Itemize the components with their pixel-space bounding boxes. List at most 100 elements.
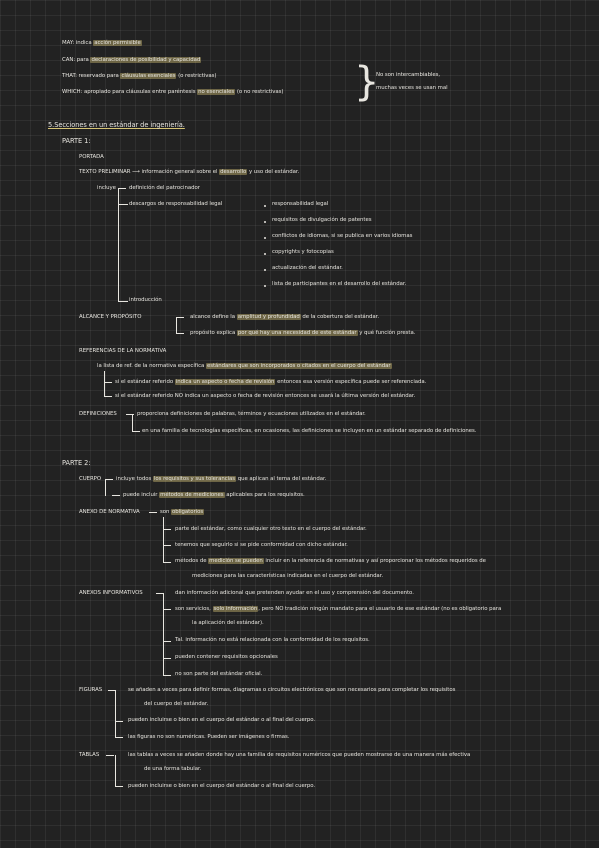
- anexos-inf-item-2-text: son servicios,: [175, 606, 213, 612]
- connector-line: [163, 562, 171, 563]
- connector-line: [163, 545, 171, 546]
- modal-can-highlight: declaraciones de posibilidad y capacidad: [90, 57, 202, 63]
- referencias-item-3: si el estándar referido NO indica un asp…: [115, 393, 416, 399]
- anexos-inf-item-1: dan información adicional que pretenden …: [175, 590, 414, 596]
- definiciones-title: DEFINICIONES: [79, 411, 117, 417]
- connector-line: [105, 479, 113, 480]
- bullet-icon: [264, 285, 266, 287]
- bracket-line: [115, 755, 116, 787]
- modal-that-post: (o restrictivas): [176, 73, 217, 79]
- definicion-patrocinador: definición del patrocinador: [129, 185, 200, 191]
- bracket-line: [105, 479, 106, 496]
- connector-line: [118, 204, 128, 205]
- connector-line: [106, 755, 114, 756]
- connector-line: [132, 431, 140, 432]
- anexos-inf-item-2-end: , pero NO tradición ningún mandato para …: [258, 606, 502, 612]
- bullet-item: responsabilidad legal: [272, 201, 329, 207]
- cuerpo-item-2-text: puede incluir: [123, 492, 160, 498]
- texto-preliminar-title: TEXTO PRELIMINAR: [79, 169, 131, 175]
- anexo-item-4-end: incluir en la referencia de normativas y…: [263, 558, 486, 564]
- connector-line: [104, 396, 112, 397]
- modal-which-label: WHICH: apropiado para cláusulas entre pa…: [62, 89, 198, 95]
- modal-can: CAN: para declaraciones de posibilidad y…: [62, 57, 202, 64]
- bullet-item: requisitos de divulgación de patentes: [272, 217, 372, 223]
- texto-preliminar-desc-end: y uso del estándar.: [247, 169, 300, 175]
- proposito-def-highlight: por qué hay una necesidad de este estánd…: [236, 330, 358, 336]
- bullet-icon: [264, 205, 266, 207]
- cuerpo-item-2-highlight: métodos de mediciones: [159, 492, 225, 498]
- definiciones-item-2: en una familia de tecnologías específica…: [142, 428, 477, 434]
- bracket-line: [163, 517, 164, 563]
- alcance-def: alcance define la amplitud y profundidad…: [190, 314, 379, 321]
- bracket-line: [118, 188, 119, 302]
- modal-brace: }: [354, 59, 380, 105]
- bracket-line: [163, 593, 164, 676]
- cuerpo-item-1: incluye todos los requisitos y sus toler…: [116, 476, 326, 483]
- connector-line: [163, 529, 171, 530]
- modal-that: THAT: reservado para cláusulas esenciale…: [62, 73, 216, 80]
- modal-that-label: THAT: reservado para: [62, 73, 121, 79]
- connector-line: [163, 609, 171, 610]
- anexos-inf-item-4: pueden contener requisitos opcionales: [175, 654, 278, 660]
- introduccion-label: introducción: [129, 297, 162, 303]
- cuerpo-title: CUERPO: [79, 476, 102, 482]
- modal-that-highlight: cláusulas esenciales: [120, 73, 177, 79]
- proposito-def: propósito explica por qué hay una necesi…: [190, 330, 415, 337]
- anexo-item-4: métodos de medición se pueden incluir en…: [175, 558, 486, 565]
- cuerpo-item-2: puede incluir métodos de mediciones apli…: [123, 492, 305, 499]
- bullet-item: conflictos de idiomas, si se publica en …: [272, 233, 413, 239]
- arrow-icon: ⟶: [132, 169, 140, 175]
- referencias-item-2: si el estándar referido indica un aspect…: [115, 379, 426, 386]
- connector-line: [163, 641, 171, 642]
- figuras-item-3: las figuras no son numéricas. Pueden ser…: [128, 734, 290, 740]
- parte-1-title: PARTE 1:: [62, 137, 91, 145]
- texto-preliminar-desc: información general sobre el: [141, 169, 220, 175]
- bullet-icon: [264, 221, 266, 223]
- connector-line: [163, 658, 171, 659]
- connector-line: [115, 721, 123, 722]
- cuerpo-item-1-end: que aplican al tema del estándar.: [236, 476, 327, 482]
- bracket-line: [115, 690, 116, 738]
- descargos-label: descargos de responsabilidad legal: [129, 201, 223, 207]
- bullet-icon: [264, 237, 266, 239]
- portada-label: PORTADA: [79, 154, 104, 160]
- connector-line: [118, 188, 126, 189]
- parte-2-title: PARTE 2:: [62, 459, 91, 467]
- anexos-informativos-title: ANEXOS INFORMATIVOS: [79, 590, 143, 596]
- modal-note-1: No son intercambiables,: [376, 72, 441, 78]
- anexo-item-1: son obligatorios: [160, 509, 205, 516]
- connector-line: [104, 382, 112, 383]
- figuras-item-1: se añaden a veces para definir formas, d…: [128, 687, 456, 693]
- anexos-inf-item-2-cont: la aplicación del estándar).: [192, 620, 264, 626]
- alcance-def-highlight: amplitud y profundidad: [236, 314, 301, 320]
- anexo-item-3: tenemos que seguirlo si se pide conformi…: [175, 542, 348, 548]
- cuerpo-item-1-highlight: los requisitos y sus tolerancias: [152, 476, 237, 482]
- section-title: 5.Secciones en un estándar de ingeniería…: [48, 121, 185, 129]
- modal-which: WHICH: apropiado para cláusulas entre pa…: [62, 89, 284, 96]
- tablas-item-2: pueden incluirse o bien en el cuerpo del…: [128, 783, 316, 789]
- referencias-item-2-highlight: indica un aspecto o fecha de revisión: [174, 379, 276, 385]
- anexo-normativa-title: ANEXO DE NORMATIVA: [79, 509, 140, 515]
- modal-which-highlight: no esenciales: [197, 89, 236, 95]
- connector-line: [118, 301, 128, 302]
- modal-may-highlight: acción permisible: [93, 40, 142, 46]
- anexos-inf-item-2: son servicios, solo información, pero NO…: [175, 606, 501, 613]
- bracket-line: [176, 317, 177, 334]
- modal-may: MAY: indica acción permisible: [62, 40, 142, 47]
- alcance-def-end: de la cobertura del estándar.: [300, 314, 379, 320]
- texto-preliminar-row: TEXTO PRELIMINAR ⟶ información general s…: [79, 169, 299, 176]
- connector-line: [149, 512, 157, 513]
- referencias-item-1-text: la lista de ref. de la normativa específ…: [97, 363, 206, 369]
- texto-preliminar-highlight: desarrollo: [219, 169, 248, 175]
- modal-can-label: CAN: para: [62, 57, 91, 63]
- bullet-icon: [264, 269, 266, 271]
- figuras-item-2: pueden incluirse o bien en el cuerpo del…: [128, 717, 316, 723]
- tablas-item-1-cont: de una forma tabular.: [144, 766, 202, 772]
- connector-line: [112, 495, 120, 496]
- cuerpo-item-1-text: incluye todos: [116, 476, 153, 482]
- connector-line: [176, 317, 184, 318]
- proposito-def-end: y qué función presta.: [357, 330, 416, 336]
- bullet-icon: [264, 253, 266, 255]
- connector-line: [163, 675, 171, 676]
- anexo-item-4-text: métodos de: [175, 558, 209, 564]
